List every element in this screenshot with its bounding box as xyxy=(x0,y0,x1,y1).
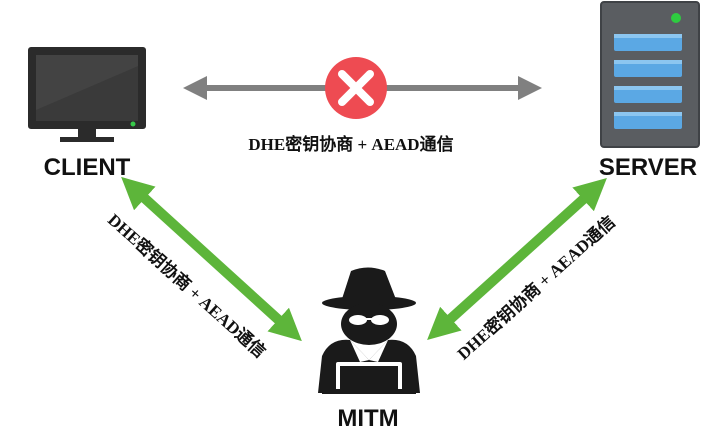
mitm-label: MITM xyxy=(337,405,398,432)
hacker-spy-icon xyxy=(318,267,420,394)
client-server-edge-label: DHE密钥协商 + AEAD通信 xyxy=(248,134,453,154)
client-mitm-arrow xyxy=(121,176,302,342)
mitm-server-arrow xyxy=(427,177,607,341)
monitor-icon xyxy=(28,47,146,142)
server-label: SERVER xyxy=(599,154,697,181)
server-rack-icon xyxy=(600,1,700,148)
x-circle-icon xyxy=(325,57,387,119)
client-label: CLIENT xyxy=(44,154,131,181)
